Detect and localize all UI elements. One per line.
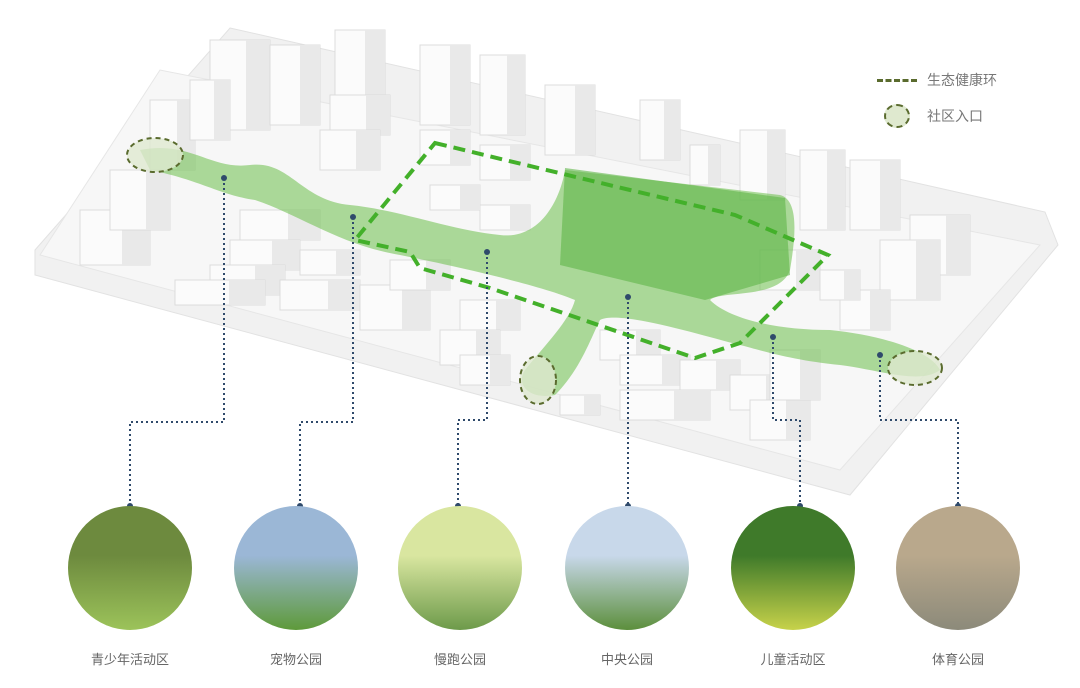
zone-photo [731, 506, 855, 630]
zone-photo [896, 506, 1020, 630]
leader-dot [221, 175, 227, 181]
leader-dot [625, 294, 631, 300]
building [269, 44, 321, 126]
building [419, 129, 471, 166]
zone-photo [398, 506, 522, 630]
legend-ring: 生态健康环 [875, 62, 997, 98]
building [429, 184, 481, 211]
leader-dot [484, 249, 490, 255]
building [359, 284, 431, 331]
leader-dot [770, 334, 776, 340]
leader-line [457, 252, 488, 506]
entrance-marker [887, 350, 943, 386]
building [479, 144, 531, 181]
building [319, 129, 381, 171]
building [559, 394, 601, 416]
building [639, 99, 681, 161]
building [849, 159, 901, 231]
entrance-marker [126, 137, 184, 173]
building [839, 289, 891, 331]
building [329, 94, 391, 136]
zone-photo [234, 506, 358, 630]
community-entrances [126, 137, 943, 405]
zone-label: 宠物公园 [269, 653, 322, 668]
zone-label: 体育公园 [931, 653, 984, 668]
building [109, 169, 171, 231]
building [189, 79, 231, 141]
building [819, 269, 861, 301]
building [799, 149, 846, 231]
buildings-group [79, 29, 971, 441]
building [479, 54, 526, 136]
entrance-marker [519, 355, 557, 405]
building [459, 299, 521, 331]
leader-line [299, 217, 354, 506]
dashed-line-icon [877, 78, 917, 82]
legend-entrance-label: 社区入口 [927, 109, 983, 125]
building [279, 279, 361, 311]
building [459, 354, 511, 386]
leader-line [129, 178, 225, 506]
legend: 生态健康环 社区入口 [875, 62, 997, 134]
building [479, 204, 531, 231]
building [299, 249, 361, 276]
zone-label: 儿童活动区 [760, 653, 826, 668]
building [689, 144, 721, 186]
legend-entrance: 社区入口 [875, 98, 997, 134]
building [544, 84, 596, 156]
dashed-circle-icon [884, 104, 910, 128]
leader-dot [877, 352, 883, 358]
zone-label: 中央公园 [600, 653, 653, 668]
zone-photo [68, 506, 192, 630]
leader-dot [350, 214, 356, 220]
leader-line [772, 337, 801, 506]
building [174, 279, 266, 306]
building [749, 399, 811, 441]
building [619, 389, 711, 421]
central-park [560, 168, 790, 300]
zone-label: 青少年活动区 [90, 653, 169, 668]
building [389, 259, 451, 291]
building [419, 44, 471, 126]
eco-health-ring [351, 140, 832, 361]
zone-label: 慢跑公园 [433, 653, 486, 668]
legend-ring-label: 生态健康环 [927, 73, 997, 89]
building [739, 129, 786, 201]
leader-line [879, 355, 959, 506]
zone-photo [565, 506, 689, 630]
